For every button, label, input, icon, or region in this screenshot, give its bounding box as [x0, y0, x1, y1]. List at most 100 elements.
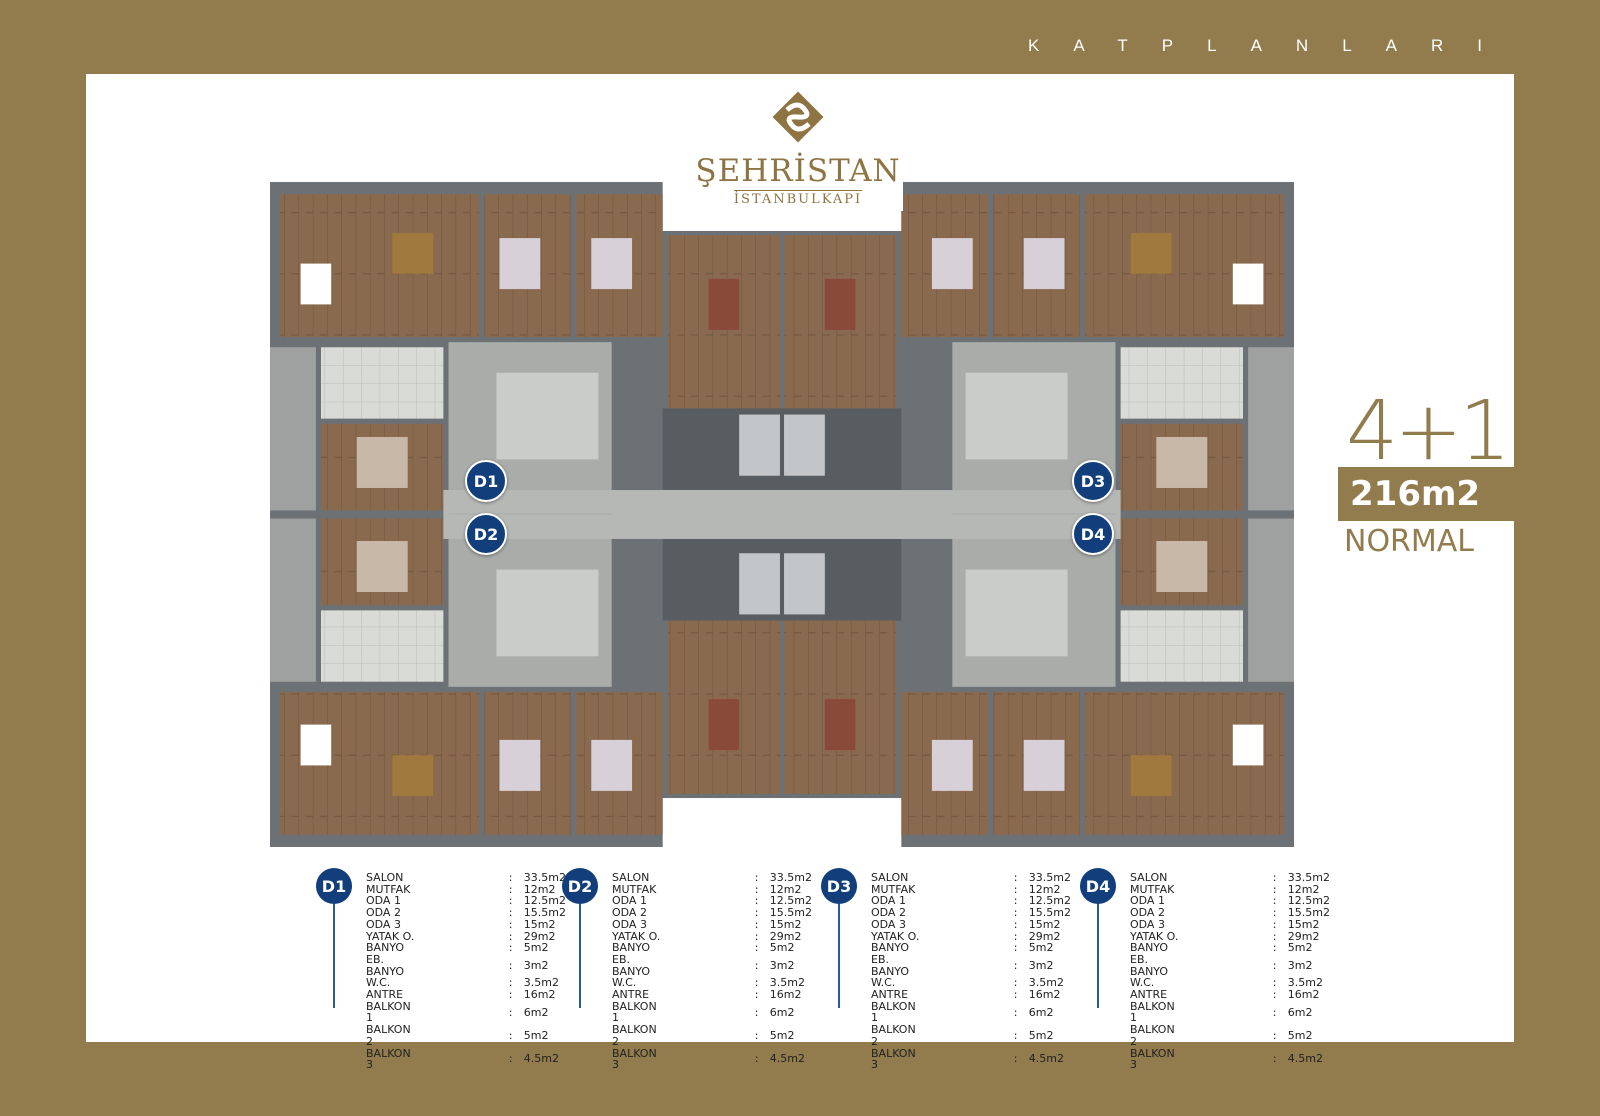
room-name: ODA 2: [1130, 906, 1165, 920]
separator: :: [1013, 906, 1018, 920]
room-area: 3.5m2: [769, 976, 805, 990]
marker-d2[interactable]: D2: [465, 513, 507, 555]
table-row: ODA 3:15m2: [612, 919, 812, 931]
room-count: 4+1: [1346, 384, 1511, 479]
room-name: MUTFAK: [366, 882, 411, 896]
table-row: BALKON 3:4.5m2: [1130, 1046, 1330, 1072]
separator: :: [754, 894, 759, 908]
separator: :: [1272, 906, 1277, 920]
separator: :: [1013, 976, 1018, 990]
room-name: BALKON 2: [366, 1023, 411, 1048]
marker-d1[interactable]: D1: [465, 460, 507, 502]
room-area: 3m2: [769, 958, 795, 972]
quadrant-top-left: [270, 182, 782, 516]
table-row: ANTRE:16m2: [871, 989, 1071, 1001]
room-area: 6m2: [769, 1005, 795, 1019]
separator: :: [754, 871, 759, 884]
marker-d4[interactable]: D4: [1072, 513, 1114, 555]
separator: :: [1013, 894, 1018, 908]
logo-emblem-icon: [772, 91, 824, 143]
room-name: BALKON 2: [871, 1023, 916, 1048]
table-row: ANTRE:16m2: [366, 989, 566, 1001]
quadrant-bottom-left: [270, 513, 782, 847]
table-row: BALKON 1:6m2: [871, 999, 1071, 1025]
separator: :: [1013, 1028, 1018, 1042]
room-area: 3.5m2: [1287, 976, 1323, 990]
room-area: 29m2: [769, 929, 802, 943]
room-name: EB. BANYO: [871, 952, 910, 978]
table-row: ODA 2:15.5m2: [612, 907, 812, 919]
room-name: BANYO: [871, 941, 910, 955]
separator: :: [754, 976, 759, 990]
table-row: ANTRE:16m2: [1130, 989, 1330, 1001]
room-name: ODA 3: [1130, 917, 1165, 931]
room-area: 15.5m2: [769, 906, 812, 920]
room-area: 12m2: [1287, 882, 1320, 896]
room-area: 12.5m2: [1287, 894, 1330, 908]
floor-category: NORMAL: [1344, 524, 1475, 559]
room-name: BANYO: [1130, 941, 1169, 955]
marker-d3[interactable]: D3: [1072, 460, 1114, 502]
room-area: 16m2: [769, 988, 802, 1002]
room-name: BALKON 1: [871, 999, 916, 1025]
separator: :: [1272, 1052, 1277, 1066]
separator: :: [754, 988, 759, 1002]
separator: :: [1013, 941, 1018, 955]
room-name: W.C.: [871, 976, 896, 990]
room-area: 12.5m2: [1028, 894, 1071, 908]
room-area: 16m2: [1287, 988, 1320, 1002]
room-area: 15.5m2: [523, 906, 566, 920]
separator: :: [1013, 871, 1018, 884]
separator: :: [1272, 976, 1277, 990]
room-name: ODA 1: [366, 894, 401, 908]
room-name: BALKON 3: [871, 1046, 916, 1072]
table-row: W.C.:3.5m2: [871, 977, 1071, 989]
room-name: MUTFAK: [612, 882, 657, 896]
quadrant-bottom-right: [782, 513, 1294, 847]
room-name: ODA 1: [1130, 894, 1165, 908]
separator: :: [754, 917, 759, 931]
room-area: 5m2: [1287, 1028, 1313, 1042]
room-name: BALKON 1: [612, 999, 657, 1025]
room-name: YATAK O.: [1130, 929, 1179, 943]
room-name: BANYO: [612, 941, 651, 955]
separator: :: [508, 941, 513, 955]
separator: :: [508, 894, 513, 908]
room-area: 16m2: [1028, 988, 1061, 1002]
separator: :: [1272, 882, 1277, 896]
table-row: BALKON 3:4.5m2: [871, 1046, 1071, 1072]
room-area: 5m2: [769, 1028, 795, 1042]
table-row: YATAK O.:29m2: [1130, 929, 1330, 943]
table-row: BALKON 2:5m2: [612, 1024, 812, 1048]
room-name: ODA 1: [871, 894, 906, 908]
room-name: SALON: [366, 871, 404, 884]
room-name: MUTFAK: [1130, 882, 1175, 896]
separator: :: [508, 958, 513, 972]
separator: :: [1013, 929, 1018, 943]
room-area: 6m2: [1028, 1005, 1054, 1019]
room-name: W.C.: [612, 976, 637, 990]
quadrant-top-right: [782, 182, 1294, 516]
separator: :: [754, 906, 759, 920]
room-name: BALKON 3: [1130, 1046, 1175, 1072]
table-row: EB. BANYO:3m2: [871, 952, 1071, 978]
room-name: SALON: [1130, 871, 1168, 884]
separator: :: [1272, 894, 1277, 908]
separator: :: [508, 1028, 513, 1042]
table-row: ODA 2:15.5m2: [366, 907, 566, 919]
separator: :: [1013, 1005, 1018, 1019]
table-row: EB. BANYO:3m2: [366, 953, 566, 977]
separator: :: [508, 917, 513, 931]
table-row: BANYO:5m2: [1130, 942, 1330, 954]
table-row: ODA 3:15m2: [871, 919, 1071, 931]
unit-badge: D4: [1080, 868, 1116, 904]
separator: :: [1272, 958, 1277, 972]
separator: :: [1013, 958, 1018, 972]
separator: :: [754, 958, 759, 972]
room-area: 5m2: [1028, 941, 1054, 955]
room-name: BALKON 3: [612, 1046, 657, 1072]
